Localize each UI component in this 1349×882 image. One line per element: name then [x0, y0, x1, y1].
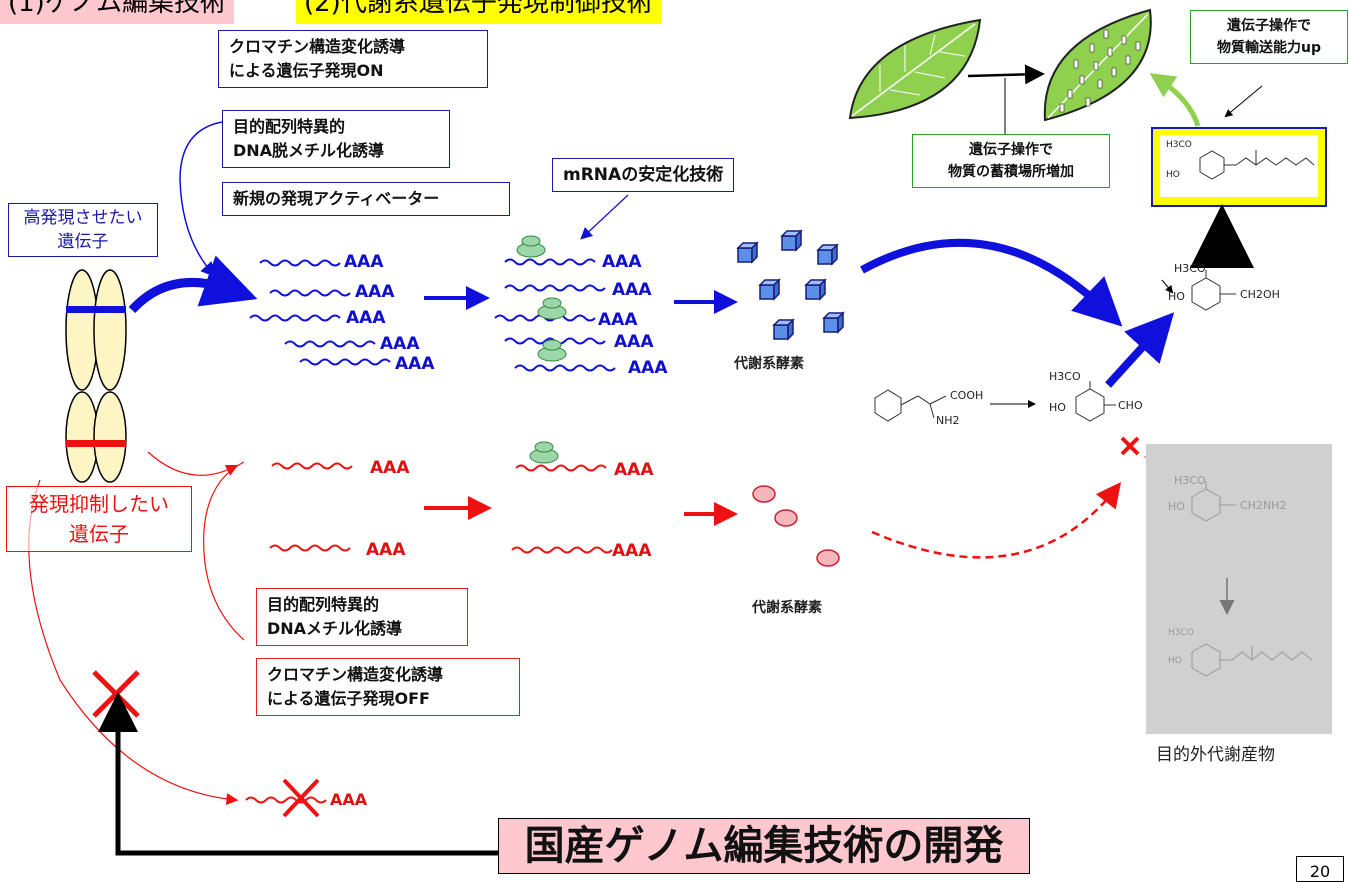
- poly-a-tail: AAA: [614, 460, 654, 480]
- enzyme-blob-icon: [752, 485, 840, 567]
- blocked-x-icon: [1120, 436, 1140, 456]
- poly-a-tail: AAA: [598, 310, 638, 330]
- page-number: 20: [1296, 856, 1344, 882]
- chem-h3co: H3CO: [1166, 140, 1192, 150]
- chem-h3co: H3CO: [1174, 474, 1206, 487]
- off-target-panel: [1146, 444, 1332, 734]
- chem-cooh: COOH: [950, 389, 984, 402]
- header-tag-metabolic-control: (2)代謝系遺伝子発現制御技術: [296, 0, 661, 24]
- vanillin-structure: [1075, 381, 1116, 422]
- chromatin-on-box: クロマチン構造変化誘導 による遺伝子発現ON: [218, 30, 488, 88]
- poly-a-tail: AAA: [395, 354, 435, 374]
- vanillyl-alcohol-structure: [1191, 270, 1236, 311]
- activator-box: 新規の発現アクティベーター: [222, 182, 510, 216]
- chem-ho: HO: [1168, 500, 1185, 513]
- storage-increase-box: 遺伝子操作で 物質の蓄積場所増加: [912, 134, 1110, 188]
- mrna-red-group: [245, 462, 613, 804]
- poly-a-tail: AAA: [366, 540, 406, 560]
- poly-a-tail: AAA: [602, 252, 642, 272]
- suppress-gene-label: 発現抑制したい 遺伝子: [6, 486, 192, 552]
- high-expression-gene-label: 高発現させたい 遺伝子: [8, 203, 158, 257]
- transport-increase-box: 遺伝子操作で 物質輸送能力up: [1190, 10, 1348, 64]
- mrna-blue-group-1: [249, 259, 391, 366]
- chem-h3co: H3CO: [1174, 262, 1206, 275]
- chem-ho: HO: [1166, 170, 1180, 180]
- capsaicin-structure: [1199, 150, 1315, 180]
- leaf-with-storage-icon: [1043, 8, 1152, 122]
- poly-a-tail: AAA: [628, 358, 668, 378]
- enzyme-cube-icon: [736, 229, 845, 341]
- chromosome-icon: [65, 269, 127, 483]
- enzyme-label: 代謝系酵素: [734, 356, 804, 372]
- leaf-icon: [848, 18, 982, 120]
- ribosome-icon: [516, 235, 567, 464]
- phenylalanine-structure: [874, 389, 947, 422]
- poly-a-tail: AAA: [344, 252, 384, 272]
- mrna-stabilization-box: mRNAの安定化技術: [552, 158, 735, 192]
- enzyme-label: 代謝系酵素: [752, 600, 822, 616]
- poly-a-tail: AAA: [612, 280, 652, 300]
- genome-editing-title: 国産ゲノム編集技術の開発: [498, 818, 1030, 874]
- poly-a-tail: AAA: [370, 458, 410, 478]
- demethylation-box: 目的配列特異的 DNA脱メチル化誘導: [222, 110, 450, 168]
- chem-ch2nh2: CH2NH2: [1240, 499, 1287, 512]
- header-tag-genome-editing: (1)ゲノム編集技術: [0, 0, 235, 24]
- chem-h3co: H3CO: [1168, 628, 1194, 638]
- chem-ho: HO: [1168, 290, 1185, 303]
- poly-a-tail: AAA: [614, 332, 654, 352]
- methylation-box: 目的配列特異的 DNAメチル化誘導: [256, 588, 468, 646]
- poly-a-tail: AAA: [330, 790, 368, 809]
- expression-arrow: [128, 255, 258, 314]
- chem-ho: HO: [1049, 401, 1066, 414]
- poly-a-tail: AAA: [612, 541, 652, 561]
- silenced-x-icon: [282, 778, 320, 818]
- chem-ho: HO: [1168, 656, 1182, 666]
- chem-h3co: H3CO: [1049, 370, 1081, 383]
- poly-a-tail: AAA: [346, 308, 386, 328]
- poly-a-tail: AAA: [355, 282, 395, 302]
- chem-cho: CHO: [1118, 399, 1143, 412]
- chem-nh2: NH2: [936, 414, 960, 427]
- poly-a-tail: AAA: [380, 334, 420, 354]
- chromatin-off-box: クロマチン構造変化誘導 による遺伝子発現OFF: [256, 658, 520, 716]
- chem-ch2oh: CH2OH: [1240, 288, 1280, 301]
- off-target-label: 目的外代謝産物: [1156, 745, 1275, 765]
